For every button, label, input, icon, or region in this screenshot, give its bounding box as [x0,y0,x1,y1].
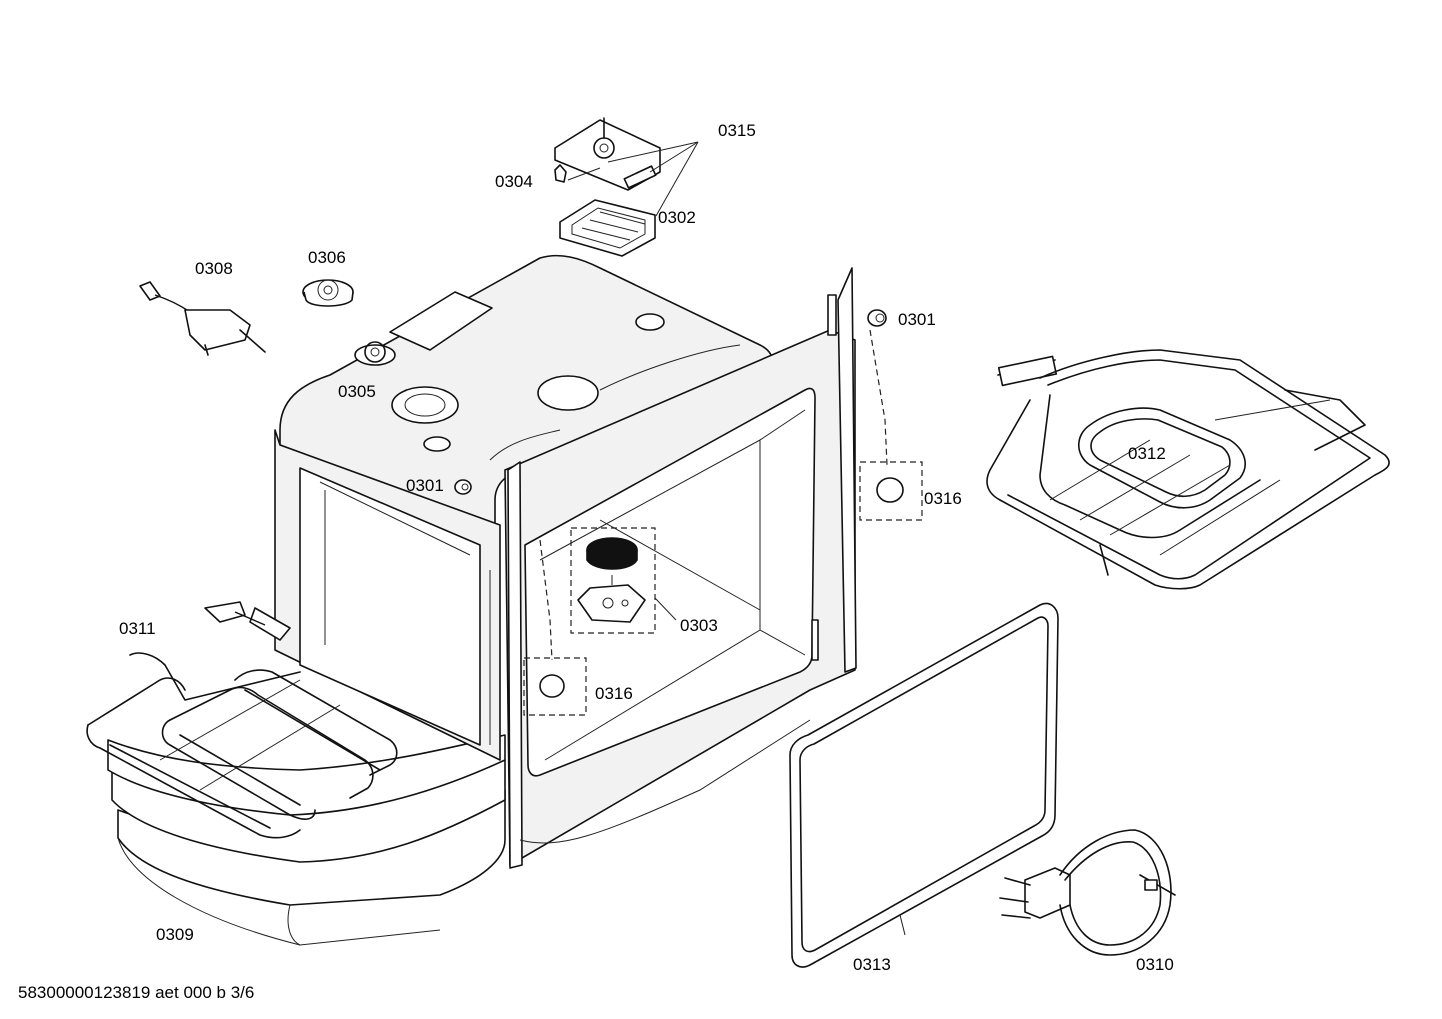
label-0308: 0308 [195,259,233,278]
top-fan-assembly [554,117,699,257]
label-0305: 0305 [338,382,376,401]
fan-cover-0305 [354,341,396,366]
insulation-mat [107,734,506,946]
lamp-cap-0301-right [867,309,887,327]
label-0313: 0313 [853,955,891,974]
label-0304: 0304 [495,172,533,191]
label-0315: 0315 [718,121,756,140]
drawing-id: 58300000123819 aet 000 b 3/6 [18,983,254,1002]
label-0309: 0309 [156,925,194,944]
label-0312: 0312 [1128,444,1166,463]
label-0306: 0306 [308,248,346,267]
label-0301-right: 0301 [898,310,936,329]
door-gasket-0313 [789,602,1059,968]
ring-heater-0310 [999,829,1176,956]
bottom-heater-0311 [86,601,398,839]
label-0302: 0302 [658,208,696,227]
temperature-sensor [139,281,266,356]
fan-cover-0306 [302,279,354,307]
label-0316-right: 0316 [924,489,962,508]
label-0310: 0310 [1136,955,1174,974]
label-0311: 0311 [119,619,156,638]
fan-motor-0303 [570,527,677,634]
lamp-cover-0316-right [859,461,923,521]
label-0303: 0303 [680,616,718,635]
lamp-cap-0301-left [454,479,472,495]
oven-cavity [107,254,857,946]
grill-heater-0312 [986,349,1390,590]
label-0316-left: 0316 [595,684,633,703]
part-labels: 0315 0304 0302 0308 0306 0305 0301 0301 … [119,121,1174,974]
lamp-cover-0316-left [523,657,587,716]
label-0301-left: 0301 [406,476,444,495]
